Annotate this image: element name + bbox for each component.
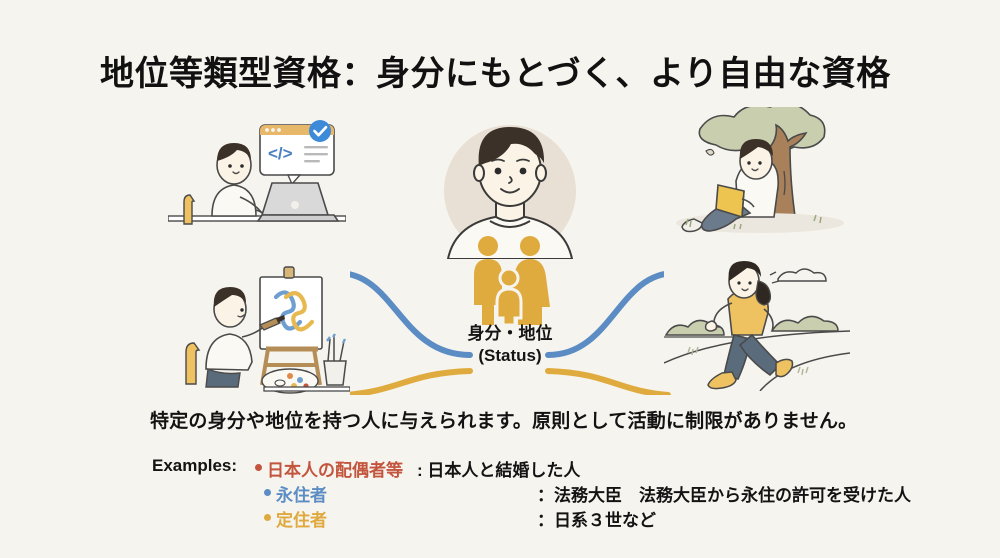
center-label-japanese: 身分・地位: [467, 324, 553, 343]
example-term-long-term-resident: 定住者: [276, 511, 327, 530]
examples-block: Examples: 日本人の配偶者等 : 日本人と結婚した人 永住者 ：法務大臣…: [152, 456, 932, 531]
bullet-icon-long-term-resident: [264, 514, 271, 521]
center-status-label: 身分・地位 (Status): [420, 323, 600, 368]
example-row-2: 永住者 ：法務大臣 法務大臣から永住の許可を受けた人: [152, 481, 932, 506]
family-icon: [474, 236, 550, 325]
example-description-spouse: : 日本人と結婚した人: [417, 461, 581, 480]
illustration-person-jogging-outdoors: [664, 251, 850, 391]
example-term-spouse: 日本人の配偶者等: [267, 461, 403, 480]
example-description-permanent-resident: ：法務大臣 法務大臣から永住の許可を受けた人: [537, 486, 911, 505]
center-status-cluster: 身分・地位 (Status): [420, 105, 600, 395]
illustration-person-painting-at-easel: [168, 253, 350, 395]
lead-description: 特定の身分や地位を持つ人に与えられます。原則として活動に制限がありません。: [150, 411, 858, 432]
svg-text:</>: </>: [268, 144, 293, 163]
example-row-3: 定住者 ：日系３世など: [152, 506, 932, 531]
page-title: 地位等類型資格：身分にもとづく、より自由な資格: [100, 55, 891, 93]
examples-label: Examples:: [152, 456, 238, 475]
bullet-icon-spouse: [255, 464, 262, 471]
example-description-long-term-resident: ：日系３世など: [537, 511, 656, 530]
example-row-1: Examples: 日本人の配偶者等 : 日本人と結婚した人: [152, 456, 932, 481]
illustration-person-reading-under-tree: [664, 107, 850, 235]
illustration-stage: </>: [0, 105, 1000, 395]
person-portrait-icon: [444, 125, 576, 259]
illustration-person-coding-at-laptop: </>: [168, 113, 346, 233]
example-term-permanent-resident: 永住者: [276, 486, 327, 505]
bullet-icon-permanent-resident: [264, 489, 271, 496]
center-label-english: (Status): [478, 346, 542, 366]
